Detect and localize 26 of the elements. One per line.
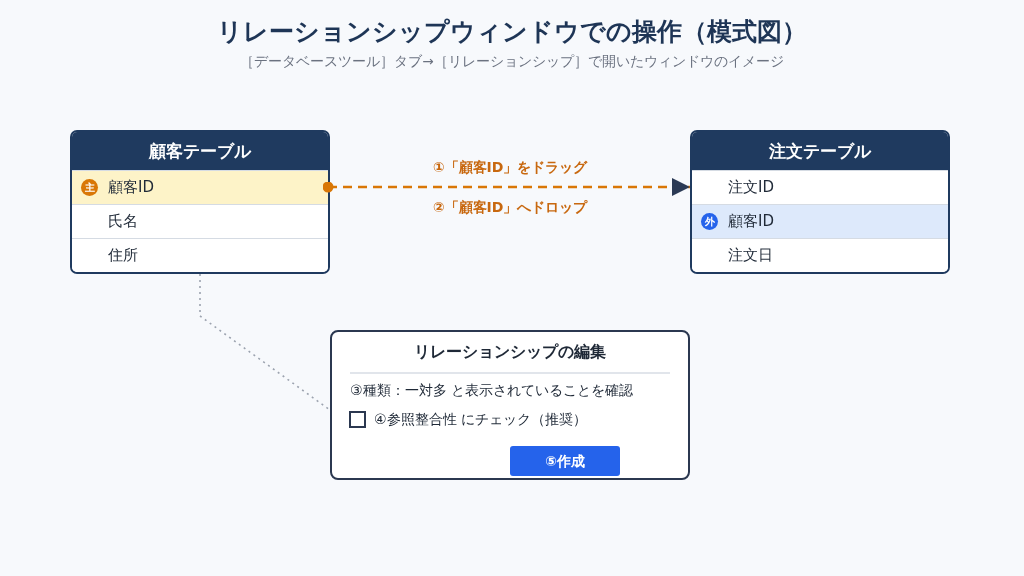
subtitle: ［データベースツール］タブ→［リレーションシップ］で開いたウィンドウのイメージ xyxy=(240,52,784,71)
instruction-text: ③種類：一対多 と表示されていることを確認 xyxy=(350,381,633,400)
dotted-line xyxy=(199,273,331,411)
foreign-key-badge: 外 xyxy=(701,213,718,230)
create-button: ⑤作成 xyxy=(510,446,620,476)
field-name: 注文日 xyxy=(728,245,773,266)
field-name: 顧客ID xyxy=(108,177,154,198)
step-label: ②「顧客ID」へドロップ xyxy=(432,198,588,217)
table-header: 注文テーブル xyxy=(692,132,948,170)
primary-key-badge: 主 xyxy=(81,179,98,196)
field-name: 住所 xyxy=(108,245,138,266)
field-name: 顧客ID xyxy=(728,211,774,232)
instruction-text: ④参照整合性 にチェック（推奨） xyxy=(374,410,587,429)
dialog-title: リレーションシップの編集 xyxy=(414,341,606,363)
diagram-title: リレーションシップウィンドウでの操作（模式図） xyxy=(217,16,807,48)
table-card xyxy=(690,130,950,274)
field-name: 注文ID xyxy=(728,177,774,198)
table-row xyxy=(692,204,948,238)
table-row xyxy=(72,170,328,204)
dialog-window xyxy=(330,330,690,480)
table-row xyxy=(692,238,948,272)
table-row xyxy=(72,238,328,272)
dashed-arrow xyxy=(322,178,690,196)
field-name: 氏名 xyxy=(108,211,138,232)
table-card xyxy=(70,130,330,274)
table-header: 顧客テーブル xyxy=(72,132,328,170)
